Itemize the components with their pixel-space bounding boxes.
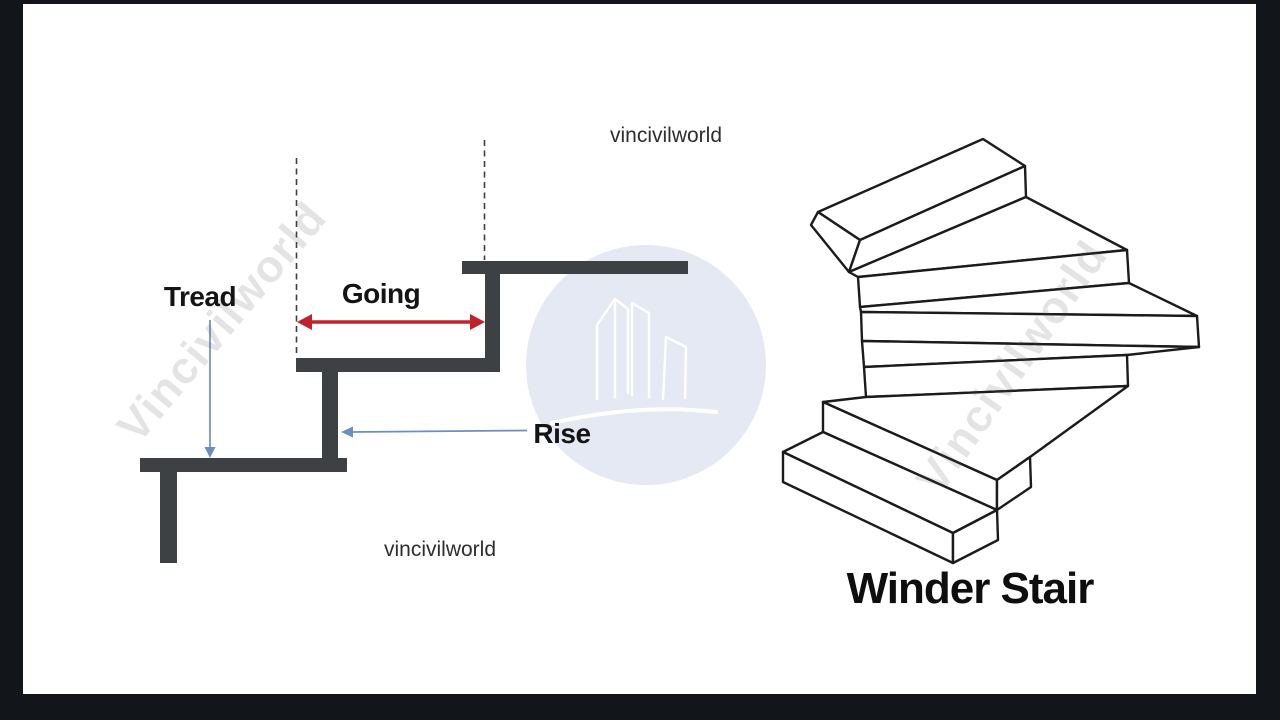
winder-stair-drawing xyxy=(781,137,1201,565)
going-label: Going xyxy=(341,278,421,309)
rise-pointer-arrow xyxy=(341,426,528,438)
vincivilworld-logo xyxy=(526,245,766,485)
bottom-brand-text: vincivilworld xyxy=(383,538,497,561)
winder-stair-caption: Winder Stair xyxy=(846,564,1095,613)
bottom-stub-bar xyxy=(160,470,177,563)
upper-riser-bar xyxy=(485,261,500,372)
top-tread-bar xyxy=(462,261,688,274)
bottom-tread-bar xyxy=(140,458,347,472)
tread-label: Tread xyxy=(163,281,237,312)
buildings-icon xyxy=(550,297,718,425)
going-dimension-arrow xyxy=(297,314,485,330)
rise-label: Rise xyxy=(533,418,591,449)
middle-tread-bar xyxy=(296,358,500,372)
logo-swoosh xyxy=(550,407,718,425)
top-brand-text: vincivilworld xyxy=(609,124,723,147)
tread-pointer-arrow xyxy=(204,320,216,458)
lower-riser-bar xyxy=(322,358,338,472)
stair-section-drawing xyxy=(140,140,688,563)
logo-circle xyxy=(526,245,766,485)
